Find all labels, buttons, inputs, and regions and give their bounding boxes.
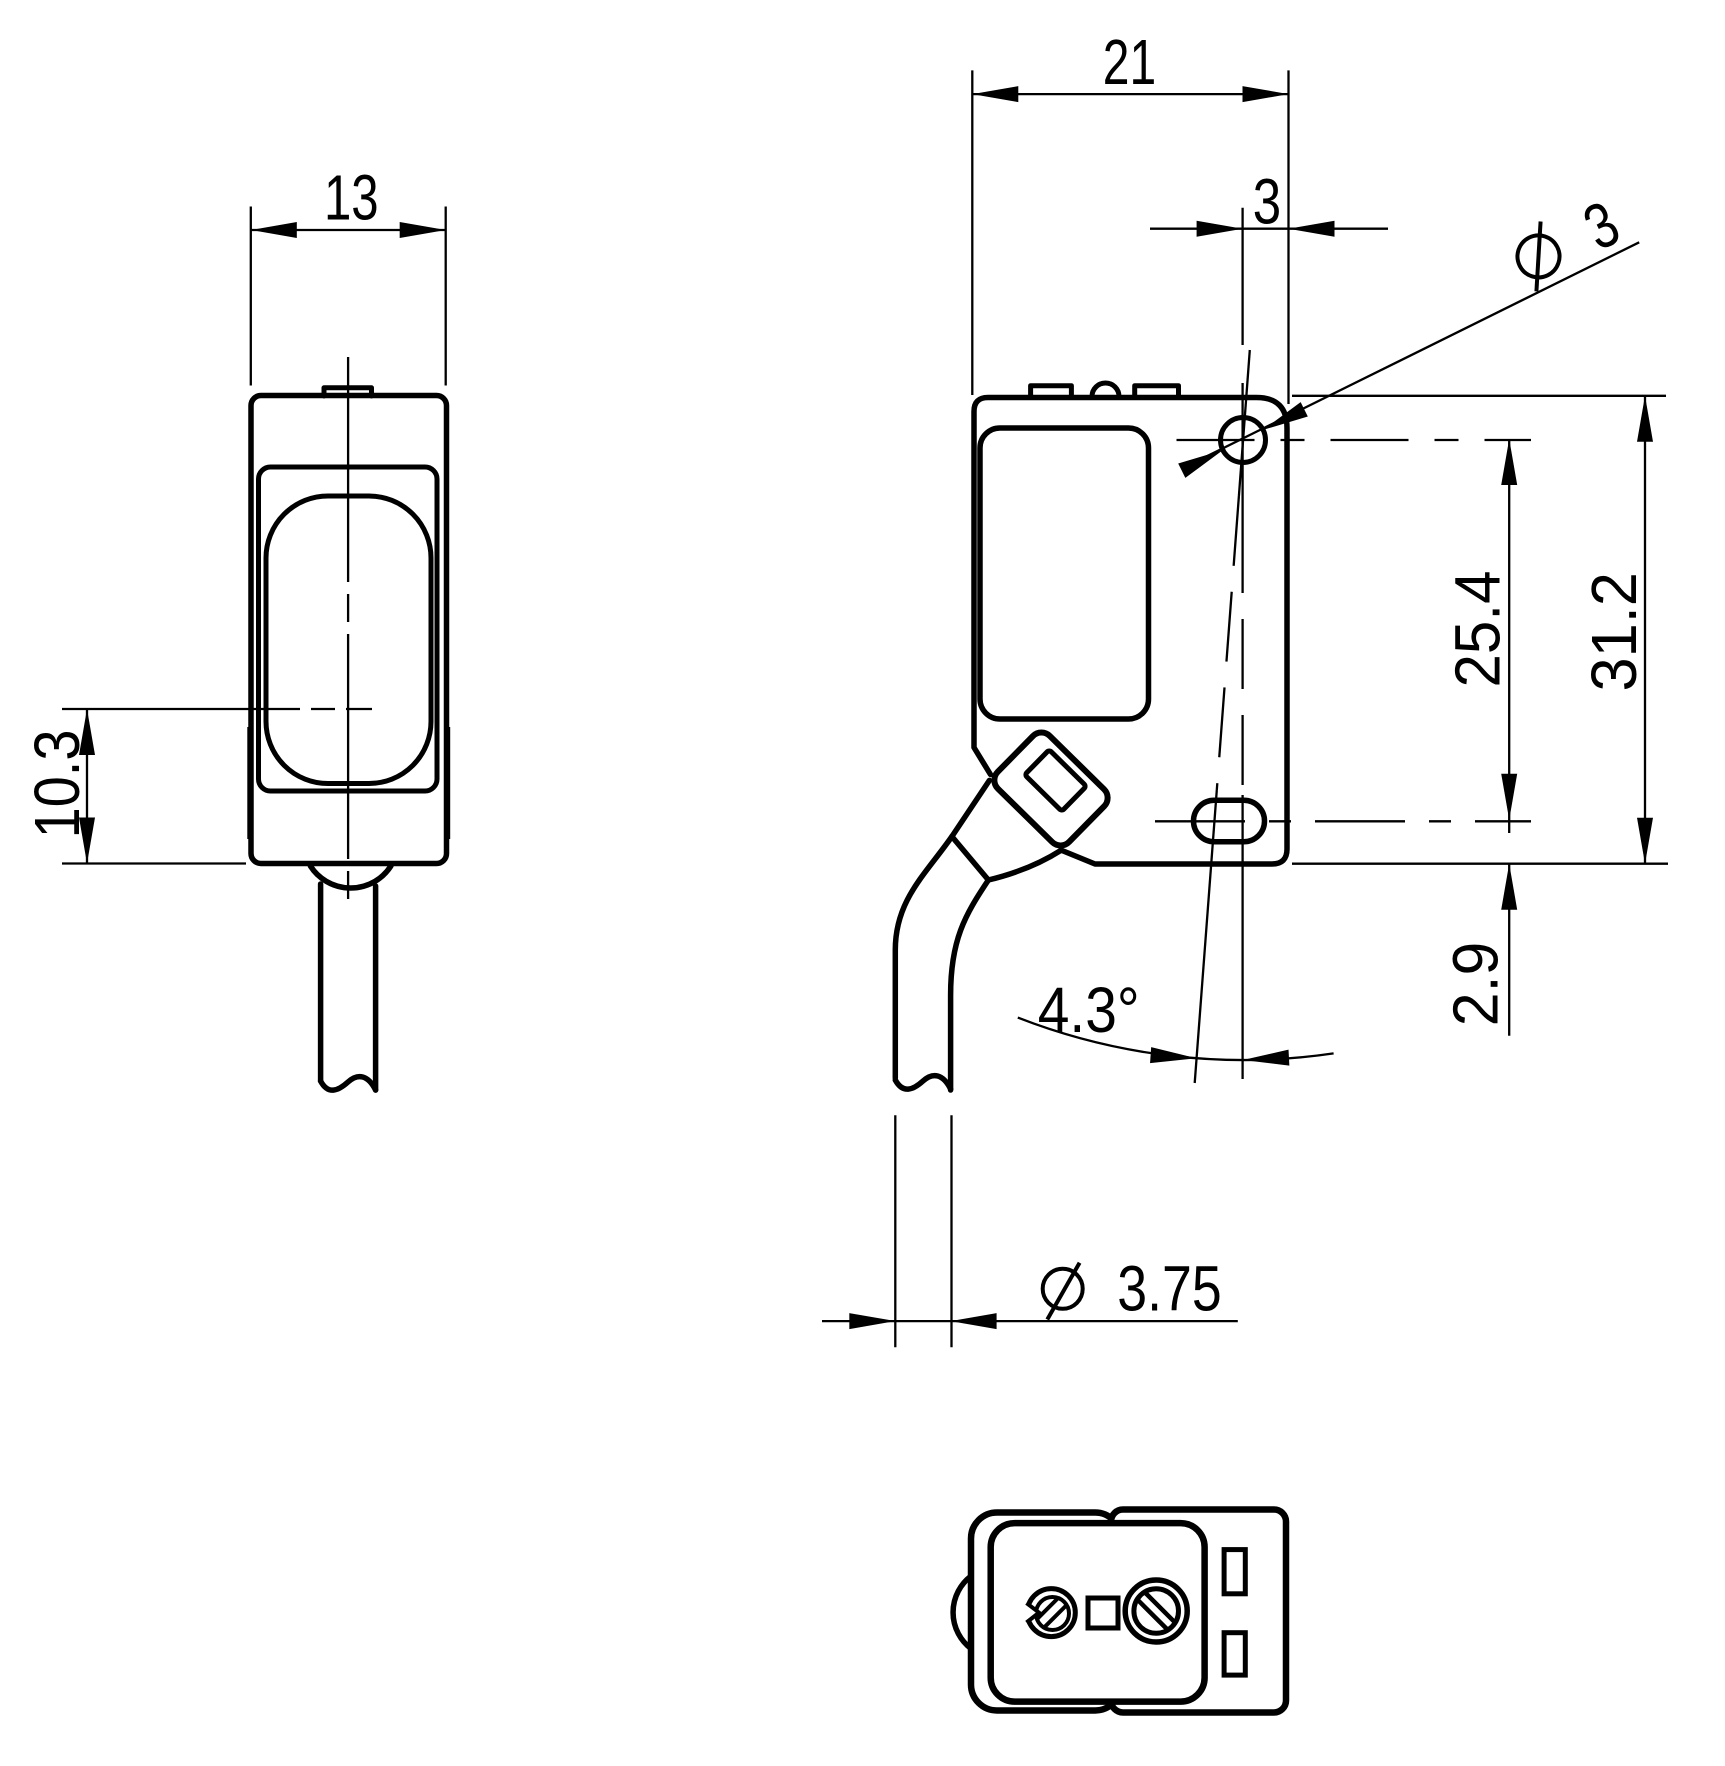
svg-text:3: 3 bbox=[1253, 166, 1281, 238]
svg-text:2.9: 2.9 bbox=[1439, 942, 1511, 1026]
svg-text:13: 13 bbox=[324, 162, 379, 234]
svg-text:10.3: 10.3 bbox=[21, 730, 93, 839]
svg-text:31.2: 31.2 bbox=[1578, 572, 1650, 691]
svg-text:3.75: 3.75 bbox=[1117, 1253, 1222, 1325]
svg-text:21: 21 bbox=[1103, 26, 1156, 98]
svg-text:4.3°: 4.3° bbox=[1038, 974, 1140, 1046]
svg-text:25.4: 25.4 bbox=[1441, 571, 1513, 688]
